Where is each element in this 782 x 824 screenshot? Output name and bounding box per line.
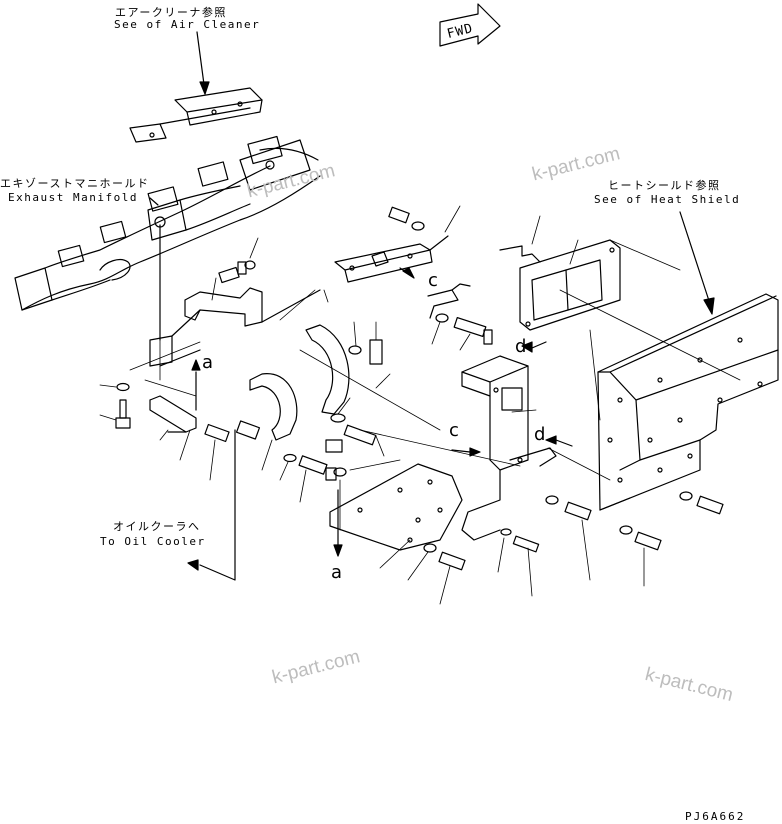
hardware-right <box>545 491 724 551</box>
top-bar-bracket <box>334 206 449 283</box>
leader-heat-shield-head <box>703 297 715 315</box>
oil-cooler-label-jp: オイルクーラへ <box>113 520 201 533</box>
heat-shield-label-jp: ヒートシールド参照 <box>608 179 721 192</box>
leader-air-cleaner-head <box>199 81 210 95</box>
c-bracket <box>427 283 493 345</box>
leader-heat-shield <box>679 211 713 311</box>
callout-leaders <box>99 205 645 605</box>
leader-oil-cooler-head <box>187 559 199 571</box>
ref-d-upper: d <box>515 336 527 357</box>
pedestal-bracket <box>461 355 557 541</box>
drawing-code: PJ6A662 <box>685 810 746 823</box>
exhaust-manifold <box>14 135 321 341</box>
ref-d-lower: d <box>534 424 546 445</box>
fwd-arrow-icon <box>439 3 501 47</box>
leader-manifold <box>149 197 159 206</box>
lower-plate <box>329 463 540 571</box>
heat-shield-label-en: See of Heat Shield <box>594 193 741 206</box>
reference-arrows <box>191 267 573 557</box>
hardware-left <box>115 260 337 481</box>
right-top-frame <box>499 239 621 331</box>
ref-c-upper: c <box>428 270 438 291</box>
manifold-label-en: Exhaust Manifold <box>8 191 138 204</box>
ref-a-lower: a <box>331 562 343 583</box>
ref-c-lower: c <box>449 420 459 441</box>
left-bracket-assembly <box>149 287 321 433</box>
air-cleaner-label-jp: エアークリーナ参照 <box>115 6 227 19</box>
middle-clamps <box>249 324 383 477</box>
leader-oil-cooler <box>199 429 236 581</box>
construction-lines <box>129 239 741 531</box>
manifold-label-jp: エキゾーストマニホールド <box>0 177 150 190</box>
oil-cooler-label-en: To Oil Cooler <box>100 535 206 548</box>
heat-shield <box>597 293 779 511</box>
ref-a-upper: a <box>202 352 214 373</box>
air-cleaner-bracket <box>129 87 263 143</box>
air-cleaner-label-en: See of Air Cleaner <box>114 18 261 31</box>
